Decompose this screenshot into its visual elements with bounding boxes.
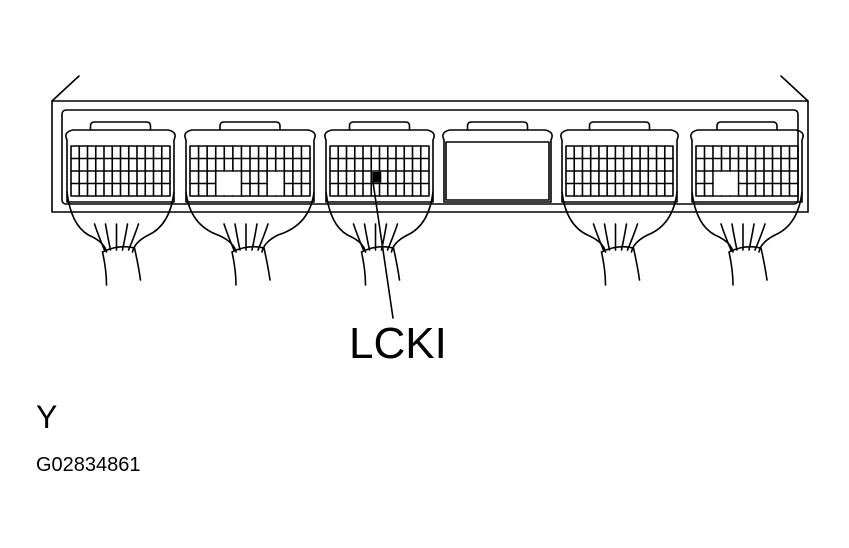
wire [104,223,112,251]
ecu-housing [51,75,809,213]
connector-body [184,129,316,203]
wire [93,223,106,251]
wire [386,223,399,251]
connector-body [560,129,679,203]
wire [592,223,605,251]
figure-code: G02834861 [36,454,141,476]
connector-1 [65,121,176,286]
pin-callout-label: LCKI [349,319,447,368]
wire [603,223,611,251]
blank-cavity [216,171,241,196]
harness-hood [561,191,678,253]
empty-slot [445,141,550,201]
wire [620,223,628,251]
connector-body [65,129,176,203]
harness-hood [66,191,175,253]
view-letter: Y [36,399,58,435]
connector-4 [442,121,553,203]
latch-tab [219,121,281,131]
wire [121,223,129,251]
wire-bundle [728,245,768,286]
wire-bundle [101,245,142,286]
wire-bundle [600,245,641,286]
connector-2 [184,121,316,286]
leader-line [372,181,394,319]
latch-tab [716,121,778,131]
connector-body [690,129,804,203]
wire [257,223,269,251]
connector-body [324,129,435,203]
latch-tab [466,121,529,131]
latch-tab [348,121,411,131]
latch-tab [588,121,651,131]
wire [731,223,738,251]
blank-cavity [713,171,738,196]
wire [748,223,755,251]
wire [223,223,235,251]
connector-5 [560,121,679,286]
wire [363,223,371,251]
wire [626,223,639,251]
wire [251,223,258,251]
wire [754,223,766,251]
connector-body [442,129,553,203]
harness-hood [325,191,434,253]
wire [720,223,732,251]
blank-cavity [267,171,284,196]
latch-tab [89,121,152,131]
harness-hood [185,191,315,253]
harness-hood [691,191,803,253]
wire [234,223,241,251]
wire-bundle [360,245,401,286]
wire [352,223,365,251]
wire [127,223,140,251]
highlighted-pin [372,172,382,183]
wire-bundle [231,245,271,286]
connector-6 [690,121,804,286]
